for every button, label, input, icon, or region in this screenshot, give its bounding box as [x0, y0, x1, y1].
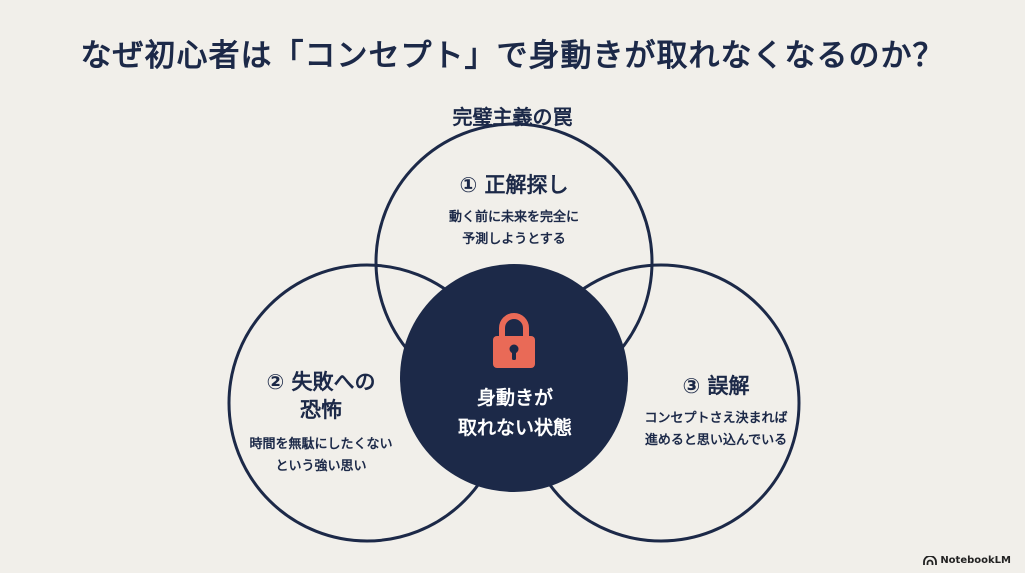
- circle-top-description-line-2: 予測しようとする: [462, 232, 566, 247]
- center-label-line-2: 取れない状態: [457, 417, 572, 439]
- circle-top-description-line-1: 動く前に未来を完全に: [448, 210, 579, 225]
- circle-right-description-line-1: コンセプトさえ決まれば: [644, 411, 788, 426]
- circle-left-description-line-1: 時間を無駄にしたくない: [249, 437, 393, 452]
- circle-right-heading: ③ 誤解: [682, 374, 750, 398]
- brand-watermark: NotebookLM: [923, 555, 1011, 566]
- circle-center: [400, 264, 628, 492]
- notebooklm-logo-icon: [923, 555, 938, 565]
- circle-right-description-line-2: 進めると思い込んでいる: [644, 433, 788, 448]
- brand-label: NotebookLM: [940, 555, 1011, 566]
- center-label-line-1: 身動きが: [476, 387, 553, 409]
- circle-left-description-line-2: という強い思い: [275, 459, 367, 474]
- circle-left-heading-line-1: ② 失敗への: [266, 370, 376, 394]
- page-title: なぜ初心者は「コンセプト」で身動きが取れなくなるのか？: [80, 38, 945, 74]
- circle-left-label: ② 失敗への 恐怖 時間を無駄にしたくない という強い思い: [246, 368, 396, 478]
- circle-right-label: ③ 誤解 コンセプトさえ決まれば 進めると思い込んでいる: [626, 372, 806, 452]
- center-label: 身動きが 取れない状態: [425, 383, 605, 443]
- circle-left-heading-line-2: 恐怖: [300, 398, 342, 422]
- lock-icon: [493, 313, 535, 368]
- circle-top-label: ① 正解探し 動く前に未来を完全に 予測しようとする: [414, 171, 614, 251]
- circle-top-heading: ① 正解探し: [459, 173, 569, 197]
